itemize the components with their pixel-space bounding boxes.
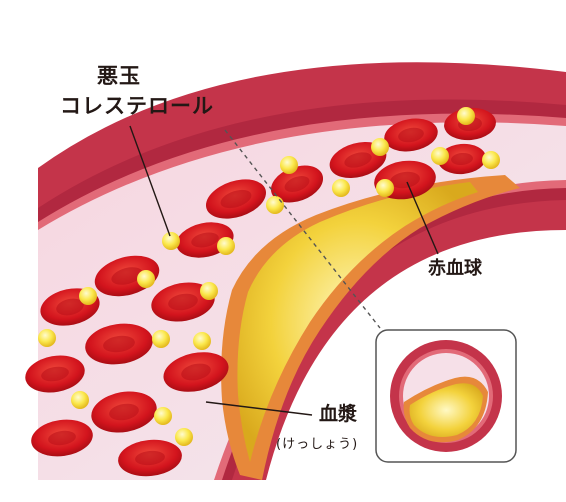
label-plasma-reading: (けっしょう): [276, 437, 359, 452]
cholesterol-particle: [79, 287, 97, 305]
red-blood-cell: [163, 352, 229, 392]
leader-line-plasma: [205, 401, 313, 416]
cross-section-inset: [375, 329, 517, 463]
red-blood-cell: [91, 391, 157, 433]
red-blood-cell: [118, 439, 182, 477]
red-blood-cell: [384, 118, 438, 152]
red-blood-cell: [25, 355, 85, 393]
leader-lines: [129, 125, 439, 416]
label-plasma: 血漿: [319, 403, 358, 425]
label-red-blood-cell: 赤血球: [428, 258, 482, 279]
red-blood-cell: [438, 143, 486, 175]
inset-plaque-core: [409, 383, 483, 438]
leader-line-cholesterol: [129, 125, 171, 237]
cholesterol-particle: [154, 407, 172, 425]
cholesterol-particle: [371, 138, 389, 156]
cholesterol-particle: [217, 237, 235, 255]
cholesterol-particle: [266, 196, 284, 214]
cholesterol-particle: [175, 428, 193, 446]
red-blood-cell: [205, 179, 267, 219]
cholesterol-particle: [162, 232, 180, 250]
cholesterol-particles: [38, 107, 500, 446]
cholesterol-particle: [457, 107, 475, 125]
leader-line-red-blood-cell: [406, 181, 439, 255]
cholesterol-particle: [376, 179, 394, 197]
cholesterol-particle: [431, 147, 449, 165]
leader-line-section: [224, 129, 381, 329]
cholesterol-particle: [137, 270, 155, 288]
cholesterol-particle: [482, 151, 500, 169]
red-blood-cell: [270, 165, 324, 203]
cholesterol-particle: [152, 330, 170, 348]
plaque-core: [237, 182, 478, 462]
cholesterol-particle: [280, 156, 298, 174]
cholesterol-particle: [71, 391, 89, 409]
red-blood-cell: [31, 419, 93, 457]
label-bad-cholesterol-line2: コレステロール: [60, 94, 214, 118]
cholesterol-particle: [200, 282, 218, 300]
red-blood-cell: [85, 323, 153, 365]
cholesterol-particle: [38, 329, 56, 347]
cholesterol-particle: [332, 179, 350, 197]
label-bad-cholesterol-line1: 悪玉: [97, 64, 141, 88]
cholesterol-particle: [193, 332, 211, 350]
red-blood-cell: [151, 282, 215, 322]
